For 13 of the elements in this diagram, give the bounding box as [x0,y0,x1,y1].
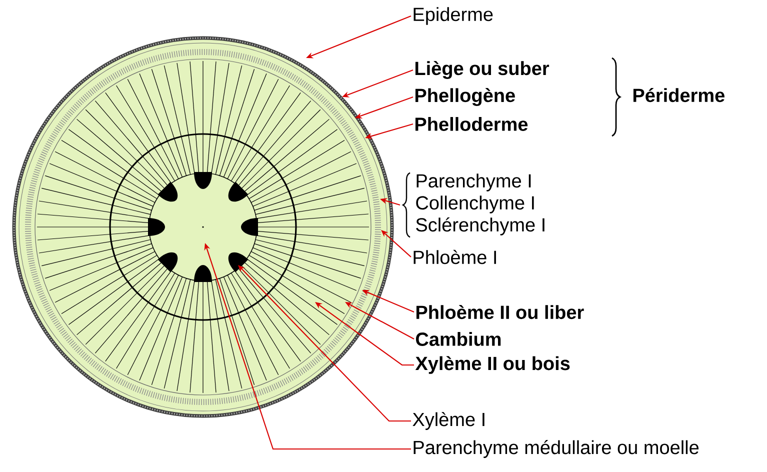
part-label: Epiderme [414,7,493,25]
part-label: Xylème I [412,412,484,430]
group-label: Périderme [633,88,724,102]
part-label: Liège ou suber [415,61,550,79]
leader-line [238,265,411,422]
part-label: Phelloderme [415,117,528,131]
part-label: Phloème I [414,250,496,264]
part-label: Cambium [416,332,501,346]
part-label: Xylème II ou bois [415,356,570,374]
part-label: Phloème II ou liber [416,304,584,320]
bracketed-part-labels: Parenchyme I Collenchyme I Sclérenchyme I [402,172,544,238]
part-label: Parenchyme médullaire ou moelle [414,440,699,458]
part-label: Phellogène [415,88,515,106]
